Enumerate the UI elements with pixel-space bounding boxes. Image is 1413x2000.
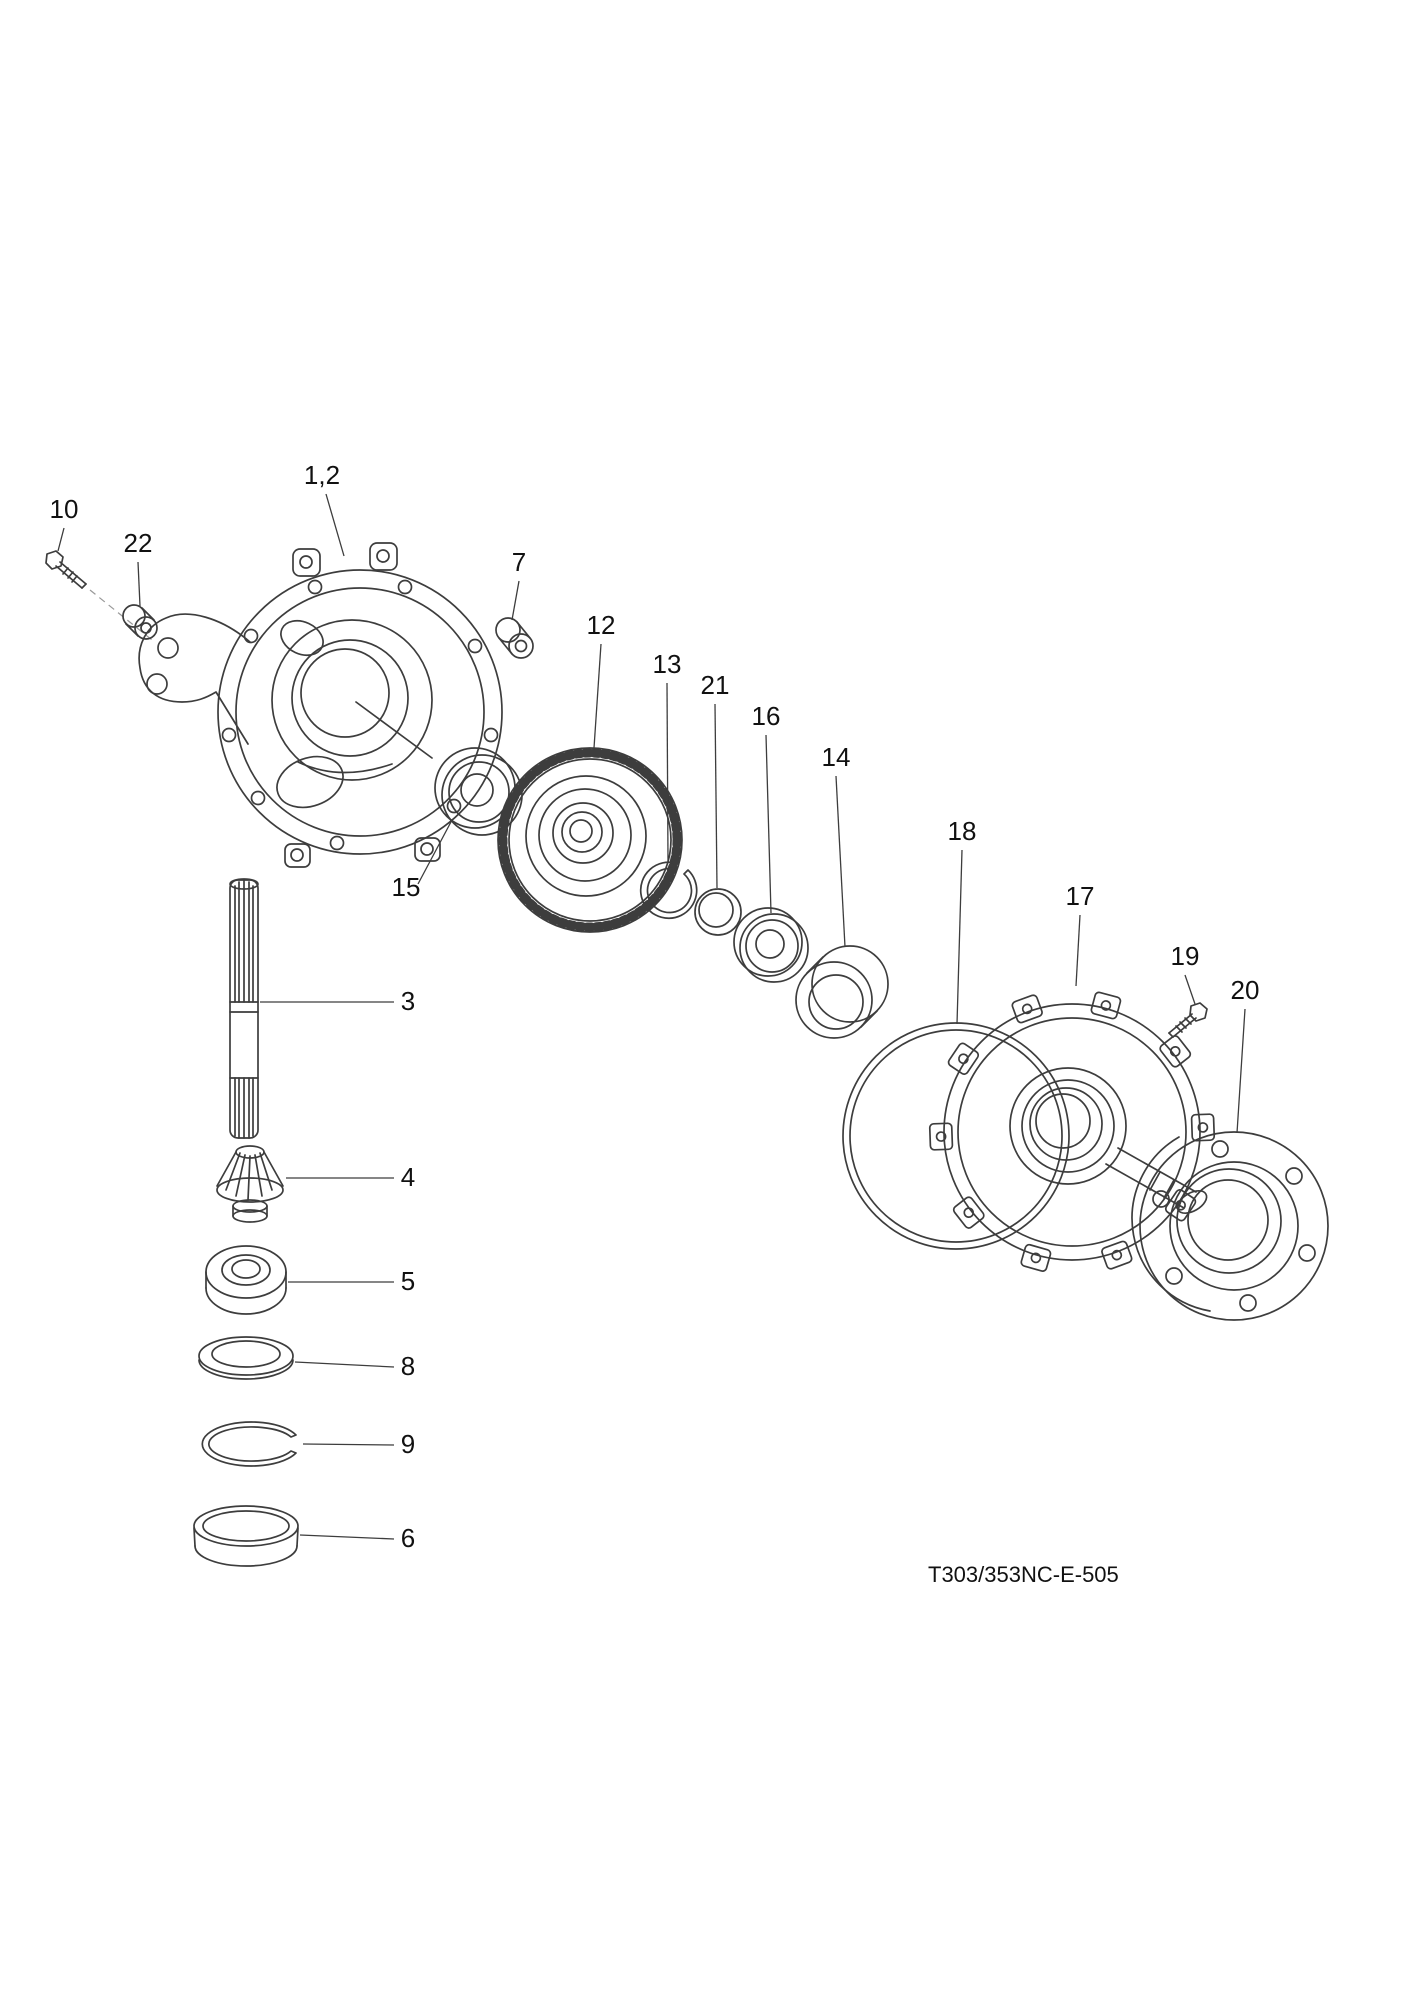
leader-line <box>593 643 602 749</box>
leader-line <box>714 703 718 889</box>
leader-line <box>1236 1008 1246 1134</box>
leader-line <box>956 849 963 1025</box>
spacer-bushing-22 <box>122 604 158 640</box>
callout-4: 4 <box>401 1162 415 1192</box>
leader-line <box>835 775 846 948</box>
leader-line <box>1184 974 1196 1005</box>
plug-7 <box>495 617 534 659</box>
cover-bolt-19 <box>1168 1002 1208 1038</box>
leader-line <box>417 819 453 885</box>
callout-10: 10 <box>50 494 79 524</box>
leader-line <box>511 580 520 621</box>
callout-1-2: 1,2 <box>304 460 340 490</box>
drive-gear-12 <box>497 747 683 933</box>
axle-shaft-3 <box>229 878 259 1139</box>
leader-line <box>666 682 669 862</box>
leader-line <box>57 527 65 552</box>
bearing-16 <box>733 907 809 983</box>
leader-line <box>325 493 345 557</box>
callout-8: 8 <box>401 1351 415 1381</box>
callout-3: 3 <box>401 986 415 1016</box>
callout-19: 19 <box>1171 941 1200 971</box>
o-ring-18 <box>842 1022 1070 1250</box>
washer-8 <box>198 1336 294 1380</box>
snap-ring-9 <box>201 1421 297 1467</box>
hub-flange-20 <box>1131 1131 1329 1321</box>
seal-collar-14 <box>795 945 889 1039</box>
callout-18: 18 <box>948 816 977 846</box>
leader-line <box>294 1361 395 1368</box>
mounting-bolt-10 <box>45 550 87 589</box>
leader-line <box>299 1534 395 1540</box>
axle-cover-17 <box>928 991 1216 1272</box>
snap-ring-13 <box>639 861 698 920</box>
ring-21 <box>694 888 742 936</box>
leader-line <box>1075 914 1081 987</box>
bearing-5 <box>205 1245 287 1315</box>
callout-12: 12 <box>587 610 616 640</box>
callout-13: 13 <box>653 649 682 679</box>
axle-housing <box>138 542 503 868</box>
callout-9: 9 <box>401 1429 415 1459</box>
leader-line <box>137 561 141 607</box>
end-cap-6 <box>193 1505 299 1567</box>
drawing-code: T303/353NC-E-505 <box>928 1562 1119 1587</box>
callout-17: 17 <box>1066 881 1095 911</box>
callout-labels: 1,2 10 22 7 12 13 21 16 14 18 17 19 20 1… <box>50 460 1260 1553</box>
callout-22: 22 <box>124 528 153 558</box>
callout-16: 16 <box>752 701 781 731</box>
callout-21: 21 <box>701 670 730 700</box>
callout-15: 15 <box>392 872 421 902</box>
leader-lines <box>57 493 1246 1540</box>
callout-5: 5 <box>401 1266 415 1296</box>
leader-line <box>765 734 772 914</box>
callout-7: 7 <box>512 547 526 577</box>
callout-14: 14 <box>822 742 851 772</box>
callout-20: 20 <box>1231 975 1260 1005</box>
leader-line <box>302 1443 395 1446</box>
bevel-gear-4 <box>216 1145 284 1223</box>
callout-6: 6 <box>401 1523 415 1553</box>
